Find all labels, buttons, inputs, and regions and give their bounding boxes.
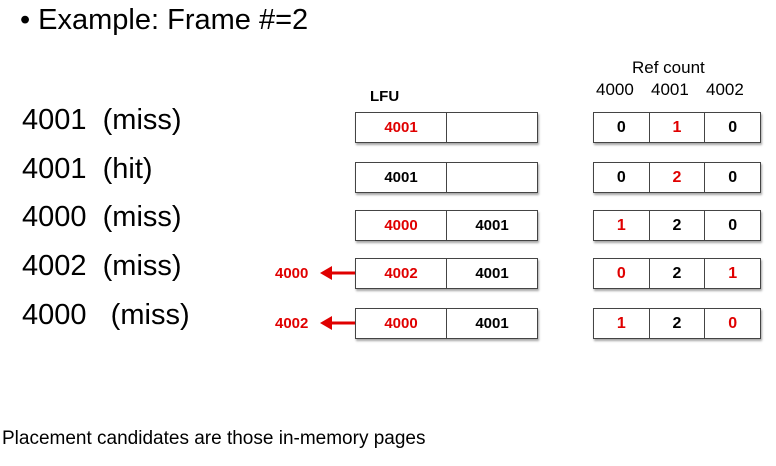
ref-count-box: 0 2 1 xyxy=(593,258,761,289)
request-label: 4001 (miss) xyxy=(22,104,182,136)
frame-box: 4001 xyxy=(355,112,538,143)
footnote: Placement candidates are those in-memory… xyxy=(2,428,426,449)
ref-count-cell: 2 xyxy=(648,211,705,240)
eviction-arrow-icon xyxy=(320,266,355,280)
frame-slot-2: 4001 xyxy=(446,211,537,240)
ref-count-page-2: 4002 xyxy=(706,80,744,99)
frame-box: 4002 4001 xyxy=(355,258,538,289)
eviction-arrow-icon xyxy=(320,316,355,330)
slide-title-text: Example: Frame #=2 xyxy=(38,4,309,36)
evicted-page-label: 4000 xyxy=(275,265,309,282)
ref-count-cell: 2 xyxy=(648,163,705,192)
ref-count-cell: 0 xyxy=(704,309,760,338)
frame-slot-1: 4002 xyxy=(384,265,418,282)
frame-slot-2: 4001 xyxy=(446,259,537,288)
ref-count-box: 0 2 0 xyxy=(593,162,761,193)
lfu-label: LFU xyxy=(370,88,400,105)
ref-count-cell: 0 xyxy=(704,113,760,142)
request-label: 4002 (miss) xyxy=(22,250,182,282)
ref-count-cell: 1 xyxy=(616,216,626,234)
frame-slot-1: 4000 xyxy=(384,217,418,234)
ref-count-page-1: 4001 xyxy=(651,80,689,99)
ref-count-cell: 2 xyxy=(648,259,705,288)
frame-box: 4000 4001 xyxy=(355,308,538,339)
ref-count-cell: 0 xyxy=(616,264,626,282)
frame-slot-2 xyxy=(446,113,537,142)
ref-count-cell: 0 xyxy=(616,118,626,136)
ref-count-page-0: 4000 xyxy=(596,80,634,99)
bullet-icon: • xyxy=(20,4,31,36)
frame-slot-1: 4001 xyxy=(384,169,418,186)
ref-count-cell: 0 xyxy=(616,168,626,186)
ref-count-cell: 0 xyxy=(704,211,760,240)
ref-count-box: 1 2 0 xyxy=(593,210,761,241)
request-label: 4000 (miss) xyxy=(22,201,182,233)
evicted-page-label: 4002 xyxy=(275,315,309,332)
ref-count-cell: 2 xyxy=(648,309,705,338)
frame-slot-2 xyxy=(446,163,537,192)
frame-box: 4000 4001 xyxy=(355,210,538,241)
ref-count-cell: 1 xyxy=(648,113,705,142)
frame-box: 4001 xyxy=(355,162,538,193)
frame-slot-1: 4001 xyxy=(384,119,418,136)
ref-count-box: 1 2 0 xyxy=(593,308,761,339)
ref-count-label: Ref count xyxy=(632,58,705,77)
ref-count-cell: 1 xyxy=(704,259,760,288)
frame-slot-1: 4000 xyxy=(384,315,418,332)
ref-count-cell: 0 xyxy=(704,163,760,192)
request-label: 4000 (miss) xyxy=(22,299,190,331)
request-label: 4001 (hit) xyxy=(22,153,153,185)
slide-title: •Example: Frame #=2 xyxy=(20,4,308,37)
ref-count-box: 0 1 0 xyxy=(593,112,761,143)
ref-count-cell: 1 xyxy=(616,314,626,332)
frame-slot-2: 4001 xyxy=(446,309,537,338)
